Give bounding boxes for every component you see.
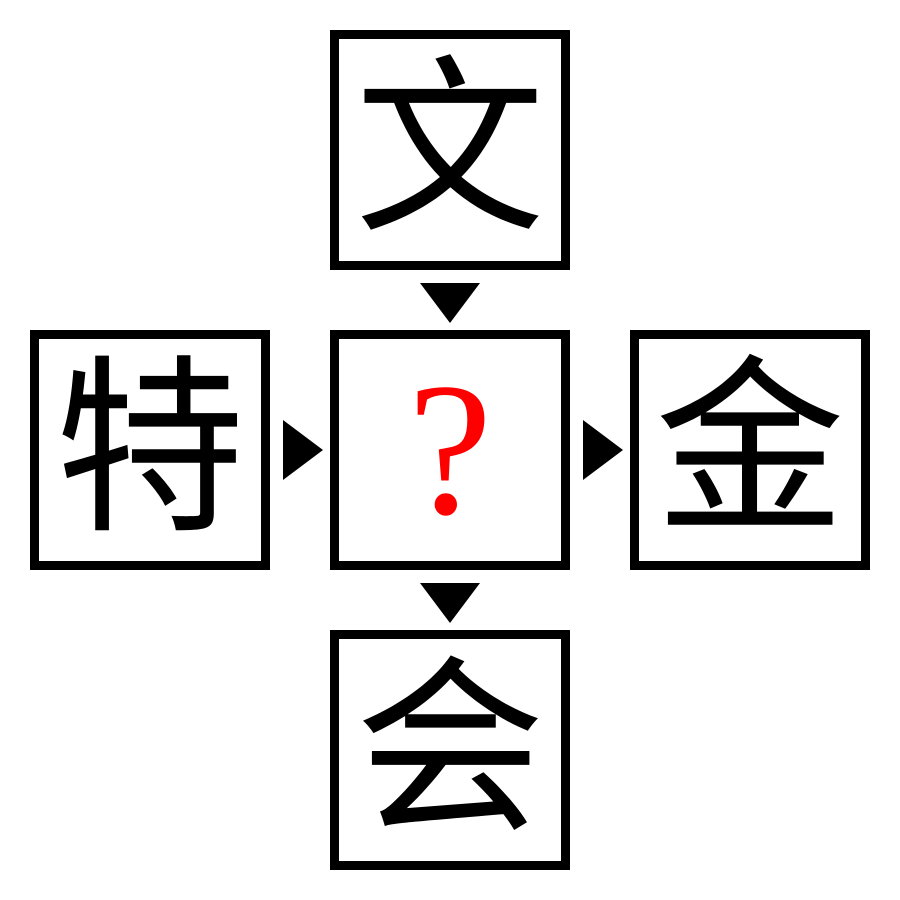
top-kanji-box: 文 — [330, 30, 570, 270]
right-kanji-box: 金 — [630, 330, 870, 570]
bottom-kanji-box: 会 — [330, 630, 570, 870]
arrow-right-icon — [283, 420, 323, 480]
left-kanji-box: 特 — [30, 330, 270, 570]
answer-box[interactable]: ? — [330, 330, 570, 570]
left-kanji: 特 — [54, 339, 245, 560]
arrow-down-icon — [420, 583, 480, 623]
right-kanji: 金 — [654, 339, 845, 560]
question-mark: ? — [407, 345, 493, 555]
arrow-down-icon — [420, 283, 480, 323]
arrow-right-icon — [583, 420, 623, 480]
top-kanji: 文 — [354, 39, 545, 260]
bottom-kanji: 会 — [354, 639, 545, 860]
